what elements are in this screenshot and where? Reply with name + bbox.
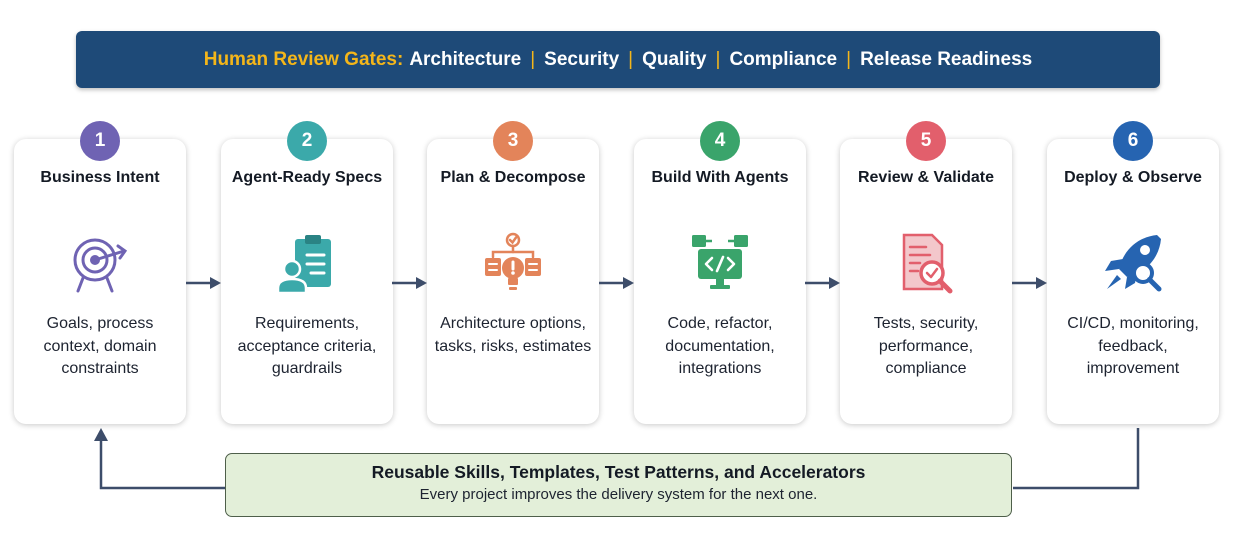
step-description: Architecture options, tasks, risks, esti… bbox=[434, 315, 592, 355]
document-search-icon bbox=[894, 231, 958, 295]
banner-lead: Human Review Gates: bbox=[203, 48, 404, 70]
step-description: Goals, process context, domain constrain… bbox=[43, 315, 157, 377]
step-title: Build With Agents bbox=[651, 169, 789, 186]
step-card-build-with-agents: 4 Build With Agents Code, refact bbox=[634, 121, 806, 424]
flow-arrow bbox=[805, 277, 840, 289]
step-description: Tests, security, performance, compliance bbox=[873, 315, 979, 377]
step-card-deploy-observe: 6 Deploy & Observe CI/CD, monitoring, fe… bbox=[1047, 121, 1219, 424]
gate-architecture: Architecture bbox=[409, 48, 522, 70]
gate-security: Security bbox=[544, 48, 620, 70]
step-badge: 2 bbox=[287, 121, 327, 161]
lightbulb-plan-icon bbox=[481, 231, 545, 295]
gate-quality: Quality bbox=[642, 48, 707, 70]
code-monitor-icon bbox=[688, 231, 752, 295]
banner-separator: | bbox=[715, 48, 721, 70]
gate-release-readiness: Release Readiness bbox=[860, 48, 1033, 70]
step-description: Code, refactor, documentation, integrati… bbox=[665, 315, 775, 377]
step-title: Review & Validate bbox=[857, 169, 995, 186]
loop-line-right bbox=[1013, 428, 1140, 490]
step-badge: 5 bbox=[906, 121, 946, 161]
banner-separator: | bbox=[846, 48, 852, 70]
review-gates-banner: Human Review Gates: Architecture | Secur… bbox=[76, 31, 1160, 88]
rocket-search-icon bbox=[1101, 231, 1165, 295]
loop-line-left bbox=[99, 438, 225, 490]
gate-compliance: Compliance bbox=[729, 48, 838, 70]
step-description: CI/CD, monitoring, feedback, improvement bbox=[1067, 315, 1199, 377]
step-card-plan-decompose: 3 Plan & Decompose bbox=[427, 121, 599, 424]
loop-arrowhead bbox=[94, 428, 108, 441]
step-title: Business Intent bbox=[40, 169, 160, 186]
step-badge: 1 bbox=[80, 121, 120, 161]
flow-arrow bbox=[186, 277, 221, 289]
step-title: Plan & Decompose bbox=[440, 169, 586, 186]
reusable-assets-subtitle: Every project improves the delivery syst… bbox=[419, 486, 818, 503]
target-icon bbox=[68, 231, 132, 295]
reusable-assets-title: Reusable Skills, Templates, Test Pattern… bbox=[371, 462, 866, 482]
flow-arrow bbox=[1012, 277, 1047, 289]
flow-arrow bbox=[599, 277, 634, 289]
step-badge: 6 bbox=[1113, 121, 1153, 161]
banner-separator: | bbox=[530, 48, 536, 70]
clipboard-user-icon bbox=[275, 231, 339, 295]
step-badge: 3 bbox=[493, 121, 533, 161]
step-title: Agent-Ready Specs bbox=[231, 169, 383, 186]
step-badge: 4 bbox=[700, 121, 740, 161]
flow-arrow bbox=[392, 277, 427, 289]
step-title: Deploy & Observe bbox=[1064, 169, 1202, 186]
step-description: Requirements, acceptance criteria, guard… bbox=[237, 315, 377, 377]
step-card-business-intent: 1 Business Intent Goals, process context… bbox=[14, 121, 186, 424]
reusable-assets-box: Reusable Skills, Templates, Test Pattern… bbox=[225, 453, 1012, 517]
banner-separator: | bbox=[628, 48, 634, 70]
step-card-agent-ready-specs: 2 Agent-Ready Specs Requirements, accept… bbox=[221, 121, 393, 424]
step-card-review-validate: 5 Review & Validate Tests, security, per… bbox=[840, 121, 1012, 424]
